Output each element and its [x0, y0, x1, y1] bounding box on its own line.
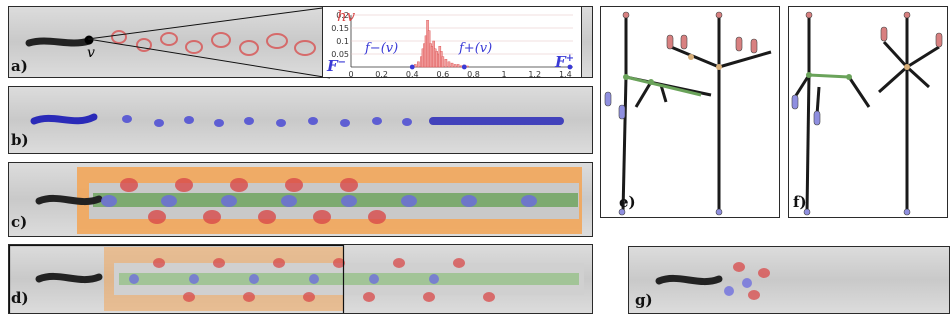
f-minus-bold: F− — [327, 57, 347, 75]
hist-bar — [447, 61, 451, 68]
panel-c-label: c) — [11, 213, 28, 231]
y-tick-label: 0.1 — [336, 37, 349, 46]
panel-b-flow: b) — [8, 86, 593, 154]
x-tick-label: 1.2 — [528, 70, 541, 78]
panel-c-flow: c) — [8, 162, 593, 237]
hist-bar — [441, 56, 445, 68]
panel-e-tree-graph — [604, 11, 772, 216]
panel-c-vortices — [35, 167, 582, 234]
f-minus-v-label: f−(v) — [365, 41, 399, 56]
x-tick-label: 1 — [502, 70, 507, 78]
panel-d-flow: d) — [8, 244, 593, 314]
f-plus-v-label: f+(v) — [459, 41, 493, 56]
f-plus-bold: F+ — [555, 53, 575, 71]
x-tick-label: 1.4 — [559, 70, 572, 78]
panel-a-label: a) — [11, 57, 28, 75]
x-tick-label: 0.8 — [467, 70, 480, 78]
marker-f-minus — [409, 64, 415, 70]
panel-g-vortices — [655, 262, 770, 300]
panel-g-flow: g) — [628, 246, 950, 314]
panel-d-vortices — [9, 245, 584, 313]
panel-e-tree: e) — [600, 6, 780, 218]
histogram-chart: 0.05 0.1 0.15 0.2 0 0.2 0.4 0.6 0.8 1 1.2 1.4 — [331, 11, 573, 78]
y-tick-label: 0.2 — [336, 11, 349, 20]
y-tick-label: 0.05 — [331, 50, 349, 59]
panel-g-label: g) — [635, 291, 653, 309]
hist-bar — [417, 61, 420, 68]
panel-f-tree: f) — [788, 6, 948, 218]
x-tick-label: 0.2 — [375, 70, 388, 78]
panel-f-label: f) — [793, 193, 807, 211]
panel-b-label: b) — [11, 131, 29, 149]
hist-bar — [456, 64, 460, 68]
marker-F-plus — [567, 64, 573, 70]
x-tick-label: 0 — [348, 70, 353, 78]
x-tick-label: 0.6 — [436, 70, 449, 78]
hv-title: hv — [337, 7, 356, 25]
panel-d-label: d) — [11, 289, 29, 307]
y-tick-label: 0.15 — [331, 24, 349, 33]
panel-b-vortices — [30, 113, 564, 127]
histogram-inset: 0.05 0.1 0.15 0.2 0 0.2 0.4 0.6 0.8 1 1.2 1.4 hv F−… — [322, 6, 582, 78]
panel-e-label: e) — [619, 193, 636, 211]
x-tick-label: 0.4 — [406, 70, 419, 78]
marker-f-plus — [461, 64, 467, 70]
hist-bar — [444, 59, 448, 68]
hist-bar — [453, 64, 457, 68]
panel-f-tree-graph — [791, 11, 943, 216]
hist-bar — [450, 62, 454, 68]
node-v-label: v — [87, 45, 95, 61]
